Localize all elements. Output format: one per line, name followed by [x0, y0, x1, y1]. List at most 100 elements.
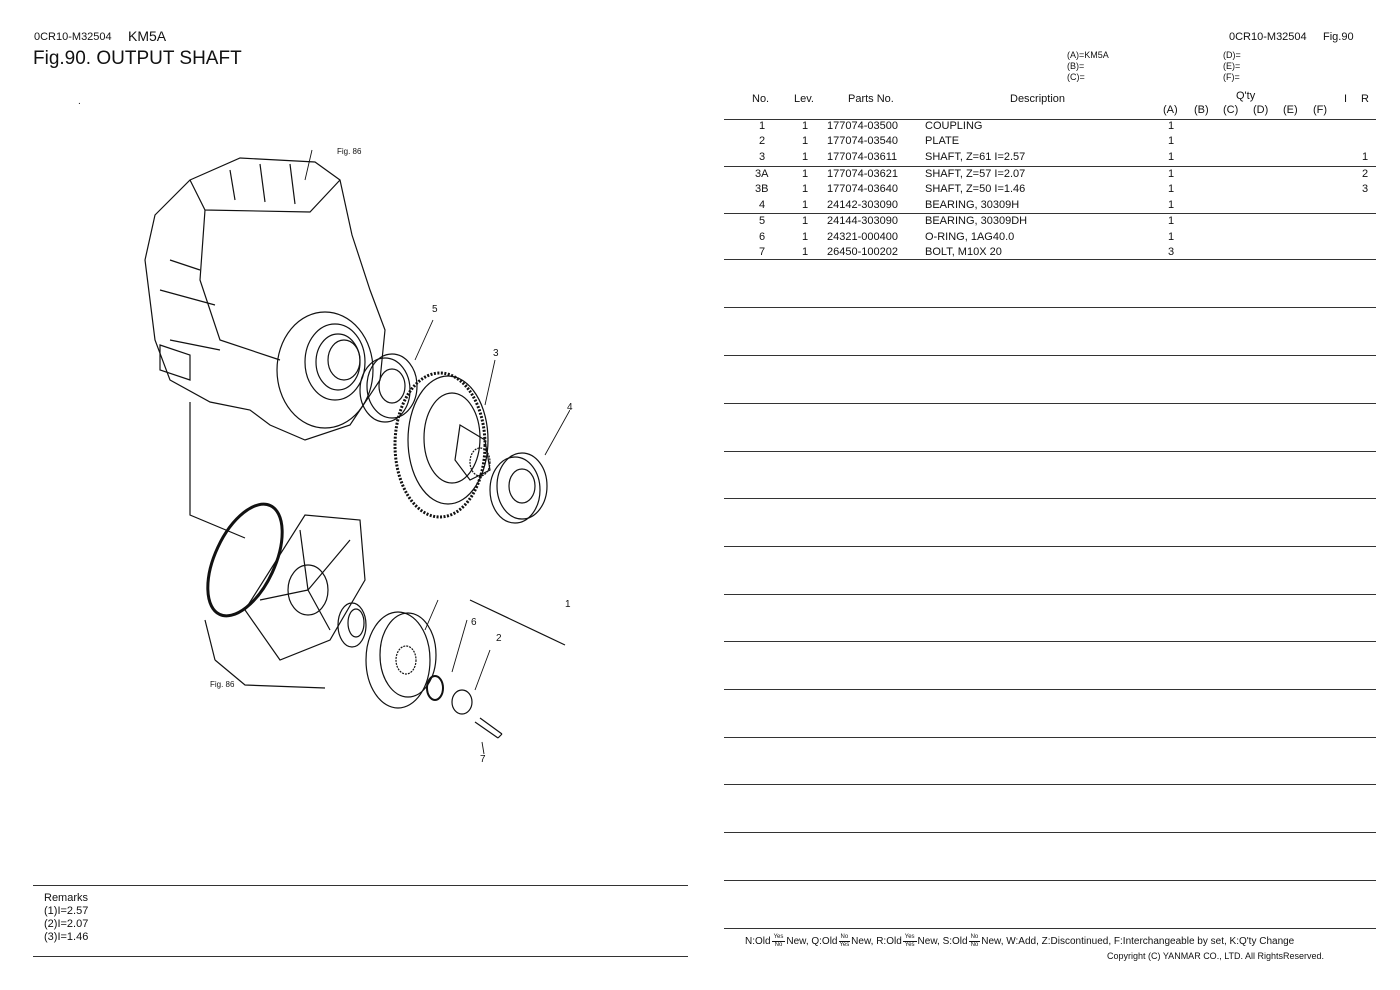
cell-lev: 1: [802, 183, 809, 195]
cell-part: 177074-03611: [827, 151, 898, 163]
cell-desc: BEARING, 30309H: [925, 199, 1020, 211]
fig-ref-label-bottom: Fig. 86: [210, 680, 235, 689]
cell-qty-a: 3: [1168, 246, 1175, 258]
remark-line: (3)I=1.46: [44, 931, 89, 943]
col-no: No.: [752, 93, 770, 105]
output-shaft-exploded-diagram: [144, 149, 570, 755]
cell-lev: 1: [802, 135, 809, 147]
copyright: Copyright (C) YANMAR CO., LTD. All Right…: [1107, 951, 1325, 961]
cell-no: 3: [759, 151, 766, 163]
empty-row-rule: [724, 546, 1376, 547]
remarks-block: Remarks (1)I=2.57 (2)I=2.07 (3)I=1.46: [44, 892, 88, 944]
cell-qty-a: 1: [1168, 135, 1175, 147]
transmission-housing: [144, 157, 386, 441]
cell-part: 177074-03640: [827, 183, 898, 195]
col-description: Description: [1010, 93, 1066, 105]
callout-5: 5: [432, 304, 438, 315]
cell-lev: 1: [802, 215, 809, 227]
remarks-bottom-rule: [33, 956, 688, 957]
empty-row-rule: [724, 307, 1376, 308]
empty-row-rule: [724, 880, 1376, 881]
cell-r: 3: [1362, 183, 1369, 195]
doc-code: 0CR10-M32504: [34, 31, 112, 43]
legend-n-old: N:Old: [745, 936, 771, 948]
cell-desc: SHAFT, Z=57 I=2.07: [925, 168, 1026, 180]
cell-qty-a: 1: [1168, 215, 1175, 227]
assembly-lines: [189, 402, 566, 689]
cell-qty-a: 1: [1168, 199, 1175, 211]
group-divider: [724, 166, 1376, 167]
legend-n-new: New,: [786, 936, 809, 948]
empty-row-rule: [724, 498, 1376, 499]
legend-q-old: Q:Old: [811, 936, 838, 948]
cell-no: 7: [759, 246, 766, 258]
gear-shaft-3: [393, 371, 491, 519]
model-a: (A)=KM5A: [1067, 50, 1109, 60]
col-i: I: [1344, 93, 1348, 105]
oil-seal: [337, 602, 367, 648]
right-fig-number: Fig.90: [1323, 31, 1354, 43]
cell-lev: 1: [802, 199, 809, 211]
col-qty-a: (A): [1163, 104, 1178, 116]
callout-3: 3: [493, 348, 499, 359]
cell-r: 1: [1362, 151, 1369, 163]
cell-desc: PLATE: [925, 135, 960, 147]
cell-no: 3A: [755, 168, 769, 180]
fig-ref-label-top: Fig. 86: [337, 147, 362, 156]
large-o-ring: [206, 502, 284, 618]
col-parts-no: Parts No.: [848, 93, 894, 105]
table-row: 2 1 177074-03540 PLATE 1: [724, 135, 1376, 150]
cell-qty-a: 1: [1168, 231, 1175, 243]
cell-no: 3B: [755, 183, 769, 195]
empty-row-rule: [724, 784, 1376, 785]
coupling-1: [365, 611, 437, 709]
table-row: 6 1 24321-000400 O-RING, 1AG40.0 1: [724, 231, 1376, 246]
o-ring-6: [426, 675, 444, 701]
model-key-right: (D)= (E)= (F)=: [1223, 50, 1241, 83]
cell-desc: BEARING, 30309DH: [925, 215, 1028, 227]
empty-row-rule: [724, 641, 1376, 642]
cell-no: 4: [759, 199, 766, 211]
footer-rule: [724, 928, 1376, 929]
bolt-7: [474, 717, 503, 739]
cell-qty-a: 1: [1168, 120, 1175, 132]
cell-lev: 1: [802, 231, 809, 243]
legend-r-old: R:Old: [876, 936, 902, 948]
cell-part: 177074-03621: [827, 168, 898, 180]
bearing-5: [359, 353, 418, 423]
cell-desc: O-RING, 1AG40.0: [925, 231, 1015, 243]
col-qty-b: (B): [1194, 104, 1209, 116]
empty-row-rule: [724, 737, 1376, 738]
model-key-left: (A)=KM5A (B)= (C)=: [1067, 50, 1109, 83]
cell-no: 5: [759, 215, 766, 227]
empty-row-rule: [724, 451, 1376, 452]
table-row: 1 1 177074-03500 COUPLING 1: [724, 120, 1376, 135]
table-row: 4 1 24142-303090 BEARING, 30309H 1: [724, 199, 1376, 214]
callout-4: 4: [567, 402, 573, 413]
cell-qty-a: 1: [1168, 183, 1175, 195]
callout-7: 7: [480, 754, 486, 765]
right-doc-code: 0CR10-M32504: [1229, 31, 1307, 43]
empty-row-rule: [724, 594, 1376, 595]
cell-part: 26450-100202: [827, 246, 898, 258]
callout-1: 1: [565, 599, 571, 610]
callout-6: 6: [471, 617, 477, 628]
cell-no: 6: [759, 231, 766, 243]
legend-s-old: S:Old: [942, 936, 968, 948]
plate-2: [451, 689, 473, 715]
legend-s-new: New, W:Add, Z:Discontinued, F:Interchang…: [981, 936, 1295, 948]
cell-desc: SHAFT, Z=50 I=1.46: [925, 183, 1026, 195]
cell-r: 2: [1362, 168, 1369, 180]
callout-leaders: [304, 149, 570, 755]
remark-line: (2)I=2.07: [44, 918, 89, 930]
cell-lev: 1: [802, 246, 809, 258]
cell-desc: SHAFT, Z=61 I=2.57: [925, 151, 1026, 163]
page-title: Fig.90. OUTPUT SHAFT: [33, 48, 242, 69]
col-lev: Lev.: [794, 93, 814, 105]
empty-row-rule: [724, 832, 1376, 833]
col-r: R: [1361, 93, 1369, 105]
callout-2: 2: [496, 633, 502, 644]
